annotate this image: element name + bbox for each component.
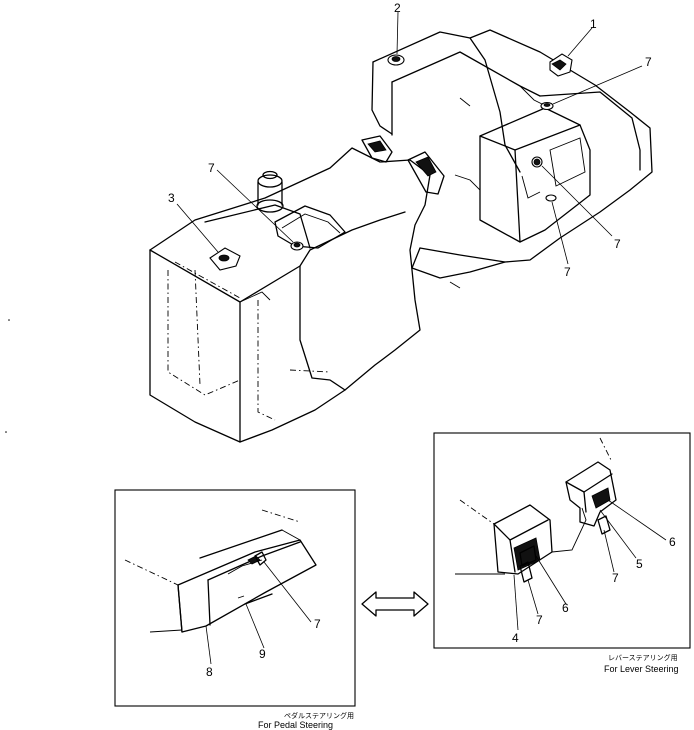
callout-lever-5: 5: [636, 557, 643, 571]
front-body: [149, 135, 445, 443]
part-2-cap: [387, 54, 405, 66]
main-assembly: 2 1 7 7 3 7 7: [149, 1, 653, 443]
callout-7-panel-b: 7: [564, 265, 571, 279]
double-arrow-icon: [361, 591, 429, 617]
caption-pedal-en: For Pedal Steering: [258, 720, 333, 730]
callout-lever-4: 4: [512, 631, 519, 645]
lever-steering-detail: 6 5 7 6 7 4 レバーステアリング用 For Lever Steerin…: [433, 432, 691, 674]
callout-pedal-7: 7: [314, 617, 321, 631]
callout-1: 1: [590, 17, 597, 31]
callout-lever-7b: 7: [536, 613, 543, 627]
grommet-7-top: [540, 101, 554, 111]
caption-lever-jp: レバーステアリング用: [608, 653, 678, 662]
callout-2: 2: [394, 1, 401, 15]
grommet-7-panel-a: [531, 156, 543, 168]
callout-pedal-9: 9: [259, 647, 266, 661]
part-3-cap: [209, 247, 241, 271]
callout-lever-6b: 6: [562, 601, 569, 615]
grommet-7-cover: [290, 241, 304, 251]
callout-pedal-8: 8: [206, 665, 213, 679]
caption-lever-en: For Lever Steering: [604, 664, 679, 674]
caption-pedal-jp: ペダルステアリング用: [284, 711, 354, 720]
pedal-steering-detail: 7 9 8 ペダルステアリング用 For Pedal Steering: [114, 489, 356, 730]
callout-lever-6a: 6: [669, 535, 676, 549]
callout-lever-7a: 7: [612, 571, 619, 585]
callout-7-panel-a: 7: [614, 237, 621, 251]
part-1-cap: [549, 53, 573, 77]
callout-3: 3: [168, 191, 175, 205]
callout-7-top: 7: [645, 55, 652, 69]
rear-cabinet: [371, 29, 653, 289]
callout-7-cover: 7: [208, 161, 215, 175]
grommet-7-panel-b: [545, 194, 557, 202]
